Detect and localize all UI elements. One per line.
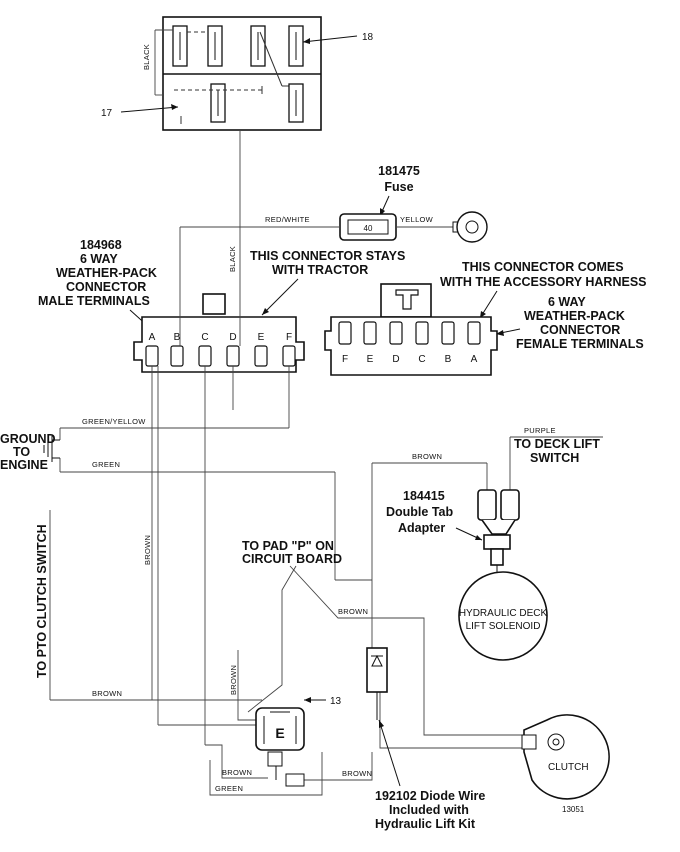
male-pin-label: F xyxy=(286,332,292,343)
callout-18: 18 xyxy=(362,32,374,43)
male-connector-note: WITH TRACTOR xyxy=(272,263,368,277)
female-connector: THIS CONNECTOR COMES WITH THE ACCESSORY … xyxy=(324,260,647,376)
brown-top-wire-label: BROWN xyxy=(412,452,442,461)
male-connector-label: CONNECTOR xyxy=(66,280,146,294)
callout-17: 17 xyxy=(101,108,113,119)
male-connector-label: MALE TERMINALS xyxy=(38,294,150,308)
female-pin-label: B xyxy=(445,354,452,365)
fuse-rating: 40 xyxy=(364,224,373,233)
brown-switch-left-label: BROWN xyxy=(222,768,252,777)
brown-right-wire-label: BROWN xyxy=(342,769,372,778)
yellow-wire-label: YELLOW xyxy=(400,215,434,224)
female-connector-label: 6 WAY xyxy=(548,295,586,309)
male-connector-note: THIS CONNECTOR STAYS xyxy=(250,249,405,263)
diode: 192102 Diode Wire Included with Hydrauli… xyxy=(366,647,485,831)
black-wire-label-top: BLACK xyxy=(142,44,151,70)
pad-p-label: CIRCUIT BOARD xyxy=(242,552,342,566)
diode-label: 192102 Diode Wire xyxy=(375,789,485,803)
female-connector-label: WEATHER-PACK xyxy=(524,309,625,323)
adapter-part-number: 184415 xyxy=(403,489,445,503)
switch-assembly: BLACK xyxy=(142,16,322,131)
deck-lift-label: TO DECK LIFT xyxy=(514,437,600,451)
solenoid-label: LIFT SOLENOID xyxy=(466,621,541,632)
switch-letter: E xyxy=(275,725,284,741)
female-connector-note: THIS CONNECTOR COMES xyxy=(462,260,624,274)
double-tab-adapter: 184415 Double Tab Adapter xyxy=(386,489,520,566)
clutch-label: CLUTCH xyxy=(548,762,589,773)
ground-label: TO xyxy=(13,445,30,459)
ground-label: GROUND xyxy=(0,432,56,446)
pto-switch-label: TO PTO CLUTCH SWITCH xyxy=(35,524,49,678)
black-wire-label-mid: BLACK xyxy=(228,246,237,272)
solenoid-label: HYDRAULIC DECK xyxy=(459,608,548,619)
female-connector-label: CONNECTOR xyxy=(540,323,620,337)
female-pin-label: F xyxy=(342,354,348,365)
green-yellow-wire-label: GREEN/YELLOW xyxy=(82,417,146,426)
male-pin-label: C xyxy=(201,332,208,343)
hydraulic-solenoid: HYDRAULIC DECK LIFT SOLENOID xyxy=(458,565,548,661)
deck-lift-label: SWITCH xyxy=(530,451,579,465)
male-pin-label: D xyxy=(229,332,236,343)
purple-wire-label: PURPLE xyxy=(524,426,556,435)
brown-switch-wire-label: BROWN xyxy=(229,665,238,695)
harness-wires: GREEN/YELLOW GREEN BROWN BROWN BROWN PUR… xyxy=(43,366,603,796)
diode-label: Hydraulic Lift Kit xyxy=(375,817,476,831)
female-pin-label: C xyxy=(418,354,425,365)
adapter-label: Double Tab xyxy=(386,505,453,519)
female-connector-note: WITH THE ACCESSORY HARNESS xyxy=(440,275,647,289)
male-connector-label: 6 WAY xyxy=(80,252,118,266)
male-pin-label: B xyxy=(174,332,181,343)
male-connector-part-number: 184968 xyxy=(80,238,122,252)
female-connector-label: FEMALE TERMINALS xyxy=(516,337,644,351)
pad-p-label: TO PAD "P" ON xyxy=(242,539,334,553)
brown-diagonal-wire-label: BROWN xyxy=(338,607,368,616)
female-pin-label: A xyxy=(471,354,478,365)
fuse-label: Fuse xyxy=(384,180,413,194)
diode-label: Included with xyxy=(389,803,469,817)
ground-icon xyxy=(43,436,60,462)
green-wire-label: GREEN xyxy=(92,460,120,469)
ground-label: ENGINE xyxy=(0,458,48,472)
brown-pto-wire-label: BROWN xyxy=(92,689,122,698)
clutch: CLUTCH xyxy=(521,714,610,800)
fuse-part-number: 181475 xyxy=(378,164,420,178)
figure-id: 13051 xyxy=(562,805,585,814)
female-pin-label: D xyxy=(392,354,399,365)
switch-13: E 13 xyxy=(255,696,342,787)
male-pin-label: A xyxy=(149,332,156,343)
male-pin-label: E xyxy=(258,332,265,343)
green-bottom-wire-label: GREEN xyxy=(215,784,243,793)
male-connector: 184968 6 WAY WEATHER-PACK CONNECTOR MALE… xyxy=(38,238,405,373)
brown-vertical-wire-label: BROWN xyxy=(143,535,152,565)
callout-13: 13 xyxy=(330,696,342,707)
fuse: 181475 Fuse 40 RED/WHITE YELLOW xyxy=(180,164,488,243)
female-pin-label: E xyxy=(367,354,374,365)
male-connector-label: WEATHER-PACK xyxy=(56,266,157,280)
red-white-wire-label: RED/WHITE xyxy=(265,215,310,224)
adapter-label: Adapter xyxy=(398,521,445,535)
